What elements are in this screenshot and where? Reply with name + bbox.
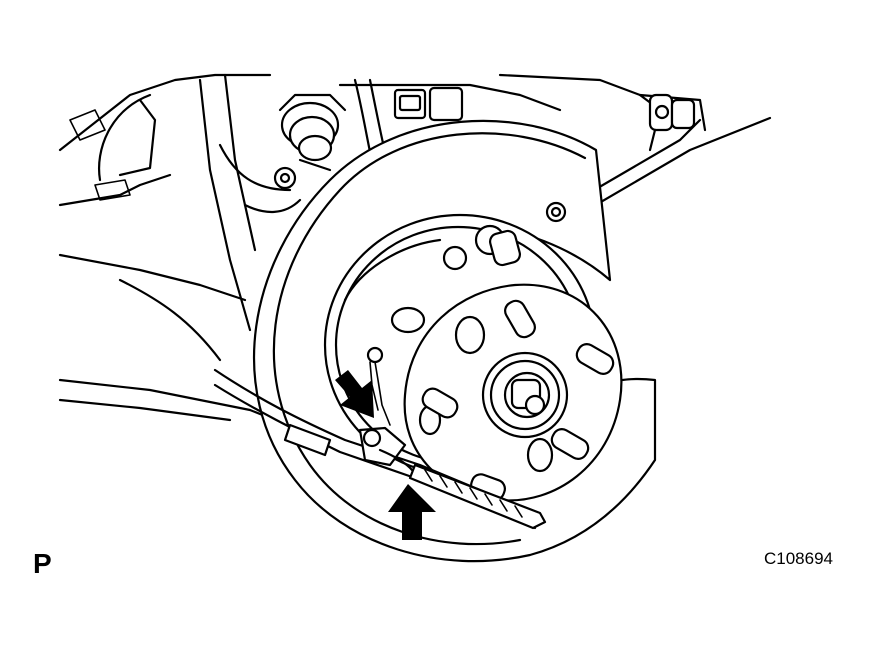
parking-brake-cable xyxy=(213,346,547,530)
driveshaft-boot xyxy=(273,93,347,190)
arrow-down-right-icon xyxy=(335,370,374,418)
axle-hub xyxy=(403,283,623,502)
tube-connector xyxy=(393,86,464,122)
view-letter: P xyxy=(33,548,52,579)
arrow-up-icon xyxy=(388,484,436,540)
figure-code: C108694 xyxy=(764,549,834,568)
stabilizer-link xyxy=(648,93,696,152)
